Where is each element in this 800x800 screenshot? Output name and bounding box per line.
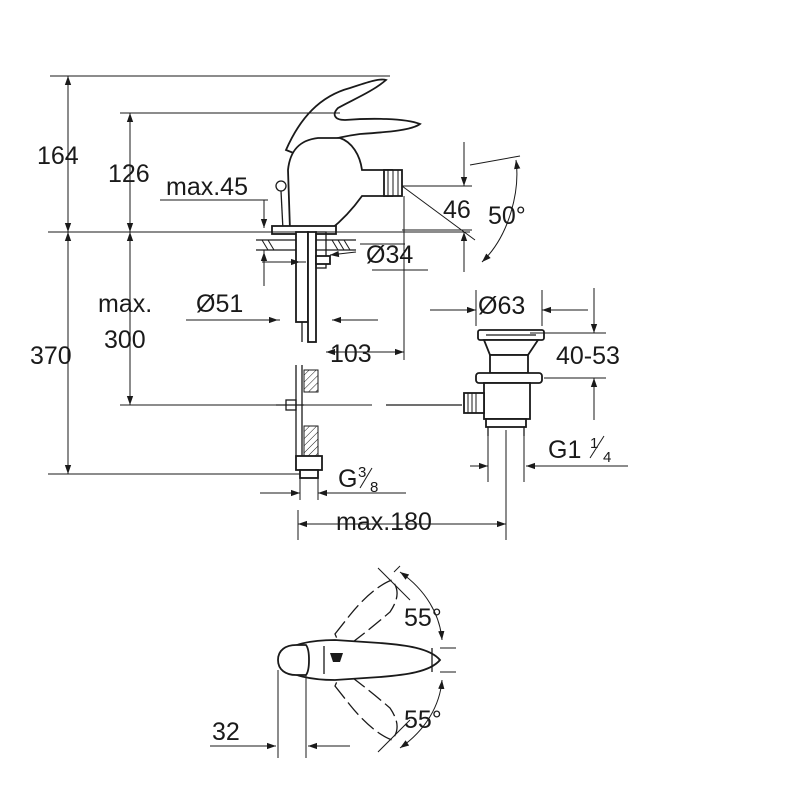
dim-55deg-upper: 55° — [404, 604, 442, 632]
dim-370: 370 — [30, 342, 72, 370]
mounting-shank — [295, 231, 331, 343]
dim-55deg-lower: 55° — [404, 706, 442, 734]
dim-g114: G1 — [548, 436, 581, 464]
dim-g38-den: 8 — [370, 479, 378, 496]
dim-40-53: 40-53 — [556, 342, 620, 370]
faucet-top-view — [277, 579, 442, 741]
dim-103: 103 — [330, 340, 372, 368]
dim-g114-num: 1 — [590, 435, 598, 452]
dim-max180: max.180 — [336, 508, 432, 536]
dim-max45: max.45 — [166, 173, 248, 201]
dim-126: 126 — [108, 160, 150, 188]
dim-32: 32 — [212, 718, 240, 746]
dim-dia51: Ø51 — [196, 290, 243, 318]
dim-50deg: 50° — [488, 202, 526, 230]
supply-hose — [276, 365, 323, 479]
waste-assembly — [463, 329, 545, 436]
dim-g38: G — [338, 465, 357, 493]
dim-300: 300 — [104, 326, 146, 354]
dim-g114-den: 4 — [603, 449, 611, 466]
pop-up-knob — [275, 180, 287, 192]
dim-dia34: Ø34 — [366, 241, 413, 269]
faucet-side-view — [271, 78, 422, 235]
dim-max-label: max. — [98, 290, 152, 318]
dim-g38-num: 3 — [358, 464, 366, 481]
faucet-body — [287, 137, 393, 231]
lever-handle — [284, 78, 422, 155]
dim-164: 164 — [37, 142, 79, 170]
dim-dia63: Ø63 — [478, 292, 525, 320]
